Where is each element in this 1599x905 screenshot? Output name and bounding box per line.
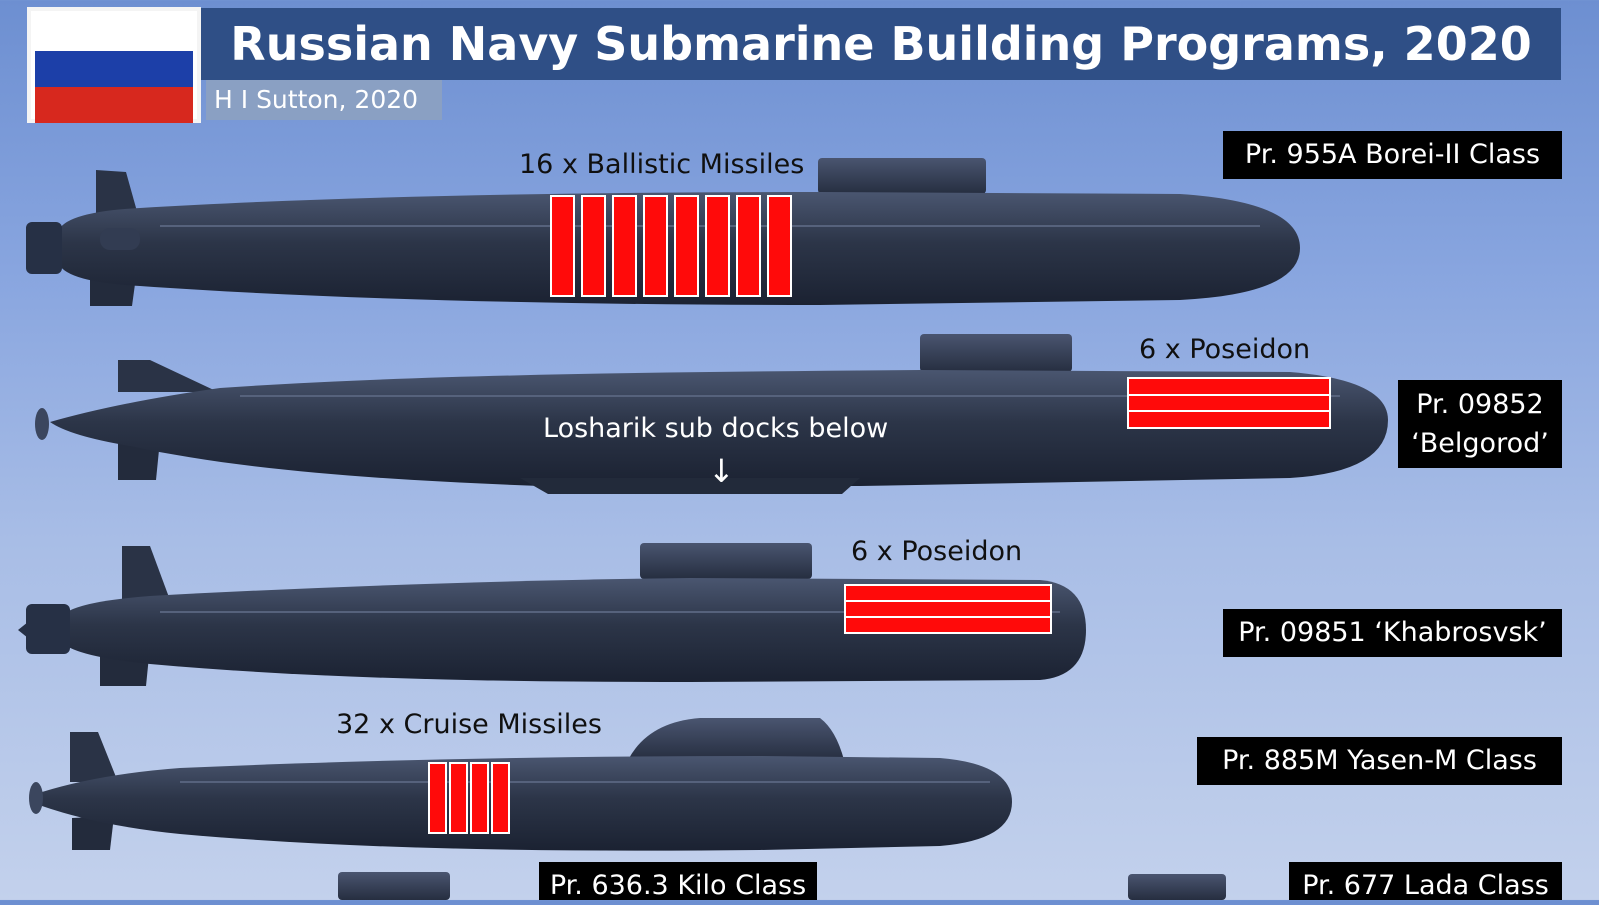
belgorod-keel bbox=[520, 478, 860, 494]
yasen-hull bbox=[42, 756, 1012, 851]
belgorod-propeller bbox=[35, 408, 49, 440]
missile-cell bbox=[428, 762, 447, 834]
flag-blue-stripe bbox=[35, 51, 193, 87]
borei-sail bbox=[818, 158, 986, 194]
khabarovsk-weapons-caption: 6 x Poseidon bbox=[851, 536, 1023, 567]
missile-tube bbox=[736, 195, 761, 297]
borei-class-label: Pr. 955A Borei-II Class bbox=[1223, 131, 1562, 179]
belgorod-submarine bbox=[35, 334, 1388, 494]
khabarovsk-propulsor bbox=[26, 604, 70, 654]
lada-class-label: Pr. 677 Lada Class bbox=[1289, 862, 1562, 901]
yasen-upper-fin bbox=[70, 732, 118, 782]
missile-tube bbox=[612, 195, 637, 297]
belgorod-hull bbox=[50, 370, 1388, 486]
yasen-lower-fin bbox=[72, 816, 114, 850]
borei-weapons-caption: 16 x Ballistic Missiles bbox=[519, 149, 805, 180]
belgorod-label-line1: Pr. 09852 bbox=[1416, 388, 1544, 420]
yasen-weapons-caption: 32 x Cruise Missiles bbox=[336, 709, 602, 740]
missile-cell bbox=[491, 762, 510, 834]
down-arrow-icon: ↓ bbox=[708, 452, 735, 490]
belgorod-label-line2: ‘Belgorod’ bbox=[1411, 428, 1549, 459]
russian-flag-icon bbox=[27, 7, 201, 123]
belgorod-class-label: Pr. 09852 ‘Belgorod’ bbox=[1398, 380, 1562, 468]
missile-cell bbox=[449, 762, 468, 834]
poseidon-bay bbox=[844, 584, 1052, 634]
khabarovsk-hull bbox=[60, 578, 1086, 682]
khabarovsk-poseidon-bays bbox=[844, 584, 1052, 634]
flag-red-stripe bbox=[35, 87, 193, 123]
yasen-sail bbox=[628, 718, 844, 760]
belgorod-poseidon-bays bbox=[1127, 377, 1331, 429]
missile-tube bbox=[674, 195, 699, 297]
khabarovsk-tail bbox=[18, 622, 28, 638]
missile-tube bbox=[767, 195, 792, 297]
yasen-class-label: Pr. 885M Yasen-M Class bbox=[1197, 737, 1562, 785]
missile-cell bbox=[470, 762, 489, 834]
borei-upper-fin bbox=[96, 170, 138, 215]
khabarovsk-class-label: Pr. 09851 ‘Khabrosvsk’ bbox=[1223, 609, 1562, 657]
missile-tube bbox=[550, 195, 575, 297]
missile-tube bbox=[705, 195, 730, 297]
kilo-class-label: Pr. 636.3 Kilo Class bbox=[539, 862, 817, 901]
belgorod-weapons-caption: 6 x Poseidon bbox=[1139, 334, 1311, 365]
belgorod-sail bbox=[920, 334, 1072, 372]
page-title: Russian Navy Submarine Building Programs… bbox=[230, 17, 1532, 71]
missile-tube bbox=[643, 195, 668, 297]
title-bar: Russian Navy Submarine Building Programs… bbox=[201, 8, 1561, 80]
belgorod-upper-fin bbox=[118, 360, 218, 392]
missile-tube bbox=[581, 195, 606, 297]
borei-missile-tubes bbox=[550, 195, 792, 297]
khabarovsk-upper-fin bbox=[122, 546, 170, 600]
borei-shroud bbox=[100, 228, 140, 250]
yasen-propeller bbox=[29, 782, 43, 814]
belgorod-note: Losharik sub docks below bbox=[543, 413, 889, 444]
flag-white-stripe bbox=[35, 15, 193, 51]
yasen-cruise-missile-cells bbox=[428, 762, 510, 834]
yasen-submarine bbox=[29, 718, 1012, 851]
poseidon-bay bbox=[1127, 377, 1331, 429]
kilo-sail bbox=[338, 872, 450, 900]
lada-sail bbox=[1128, 874, 1226, 900]
khabarovsk-sail bbox=[640, 543, 812, 579]
khabarovsk-submarine bbox=[18, 543, 1086, 686]
borei-submarine bbox=[26, 158, 1300, 306]
credit-label: H I Sutton, 2020 bbox=[206, 80, 442, 120]
borei-propulsor bbox=[26, 222, 62, 274]
